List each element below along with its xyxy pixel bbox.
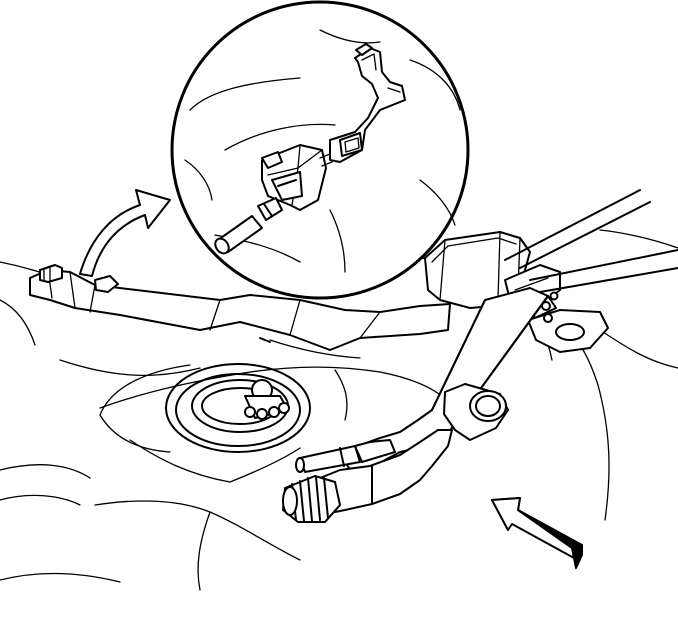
block-arrow [491, 497, 583, 570]
detail-callout [170, 0, 470, 300]
curved-arrow [79, 189, 171, 277]
filler-neck [341, 287, 549, 471]
upper-right-pipes [504, 189, 678, 353]
rail-bracket [39, 264, 119, 293]
lower-hose [282, 429, 453, 523]
body-contours [0, 229, 678, 591]
crossmember-rail [29, 269, 451, 351]
fuel-tank [99, 363, 348, 453]
